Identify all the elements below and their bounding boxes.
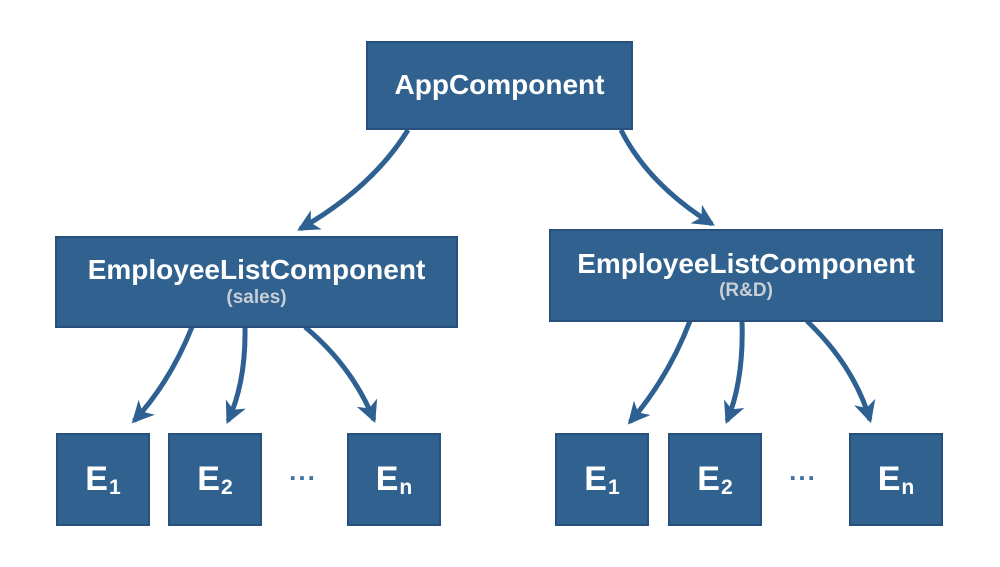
node-rd-e1: E1 (555, 433, 649, 526)
arrow-app-to-rd (618, 128, 715, 227)
sales-en-base: E (375, 459, 399, 498)
rd-en-subscript: n (901, 475, 915, 499)
arrow-rd-to-e2 (723, 320, 745, 425)
sales-e1-base: E (85, 459, 108, 498)
node-employee-list-rd-sublabel: (R&D) (719, 280, 773, 302)
node-sales-e2: E2 (168, 433, 262, 526)
node-app-component-label: AppComponent (394, 69, 605, 101)
node-employee-list-rd: EmployeeListComponent (R&D) (549, 229, 943, 322)
rd-ellipsis: ... (789, 456, 817, 486)
rd-e1-subscript: 1 (607, 475, 620, 499)
sales-e1-subscript: 1 (108, 475, 121, 499)
node-app-component: AppComponent (366, 41, 633, 130)
arrow-sales-to-e2 (225, 326, 248, 424)
arrow-sales-to-en (303, 325, 378, 424)
node-sales-e1: E1 (56, 433, 150, 526)
sales-en-subscript: n (399, 475, 413, 499)
rd-e1-base: E (584, 459, 607, 498)
rd-en-base: E (877, 459, 901, 498)
rd-e2-base: E (697, 459, 720, 498)
node-employee-list-sales: EmployeeListComponent (sales) (55, 236, 458, 328)
node-sales-en: En (347, 433, 441, 526)
arrow-sales-to-e1 (131, 326, 195, 424)
sales-ellipsis: ... (289, 456, 317, 486)
node-employee-list-rd-label: EmployeeListComponent (577, 247, 915, 279)
arrow-rd-to-en (805, 319, 876, 424)
node-rd-en: En (849, 433, 943, 526)
sales-e2-subscript: 2 (220, 475, 233, 499)
arrow-app-to-sales (297, 128, 411, 232)
node-rd-e2: E2 (668, 433, 762, 526)
rd-e2-subscript: 2 (720, 475, 733, 499)
node-employee-list-sales-sublabel: (sales) (226, 286, 287, 308)
node-employee-list-sales-label: EmployeeListComponent (87, 254, 426, 286)
arrow-rd-to-e1 (627, 320, 693, 425)
sales-e2-base: E (197, 459, 220, 498)
